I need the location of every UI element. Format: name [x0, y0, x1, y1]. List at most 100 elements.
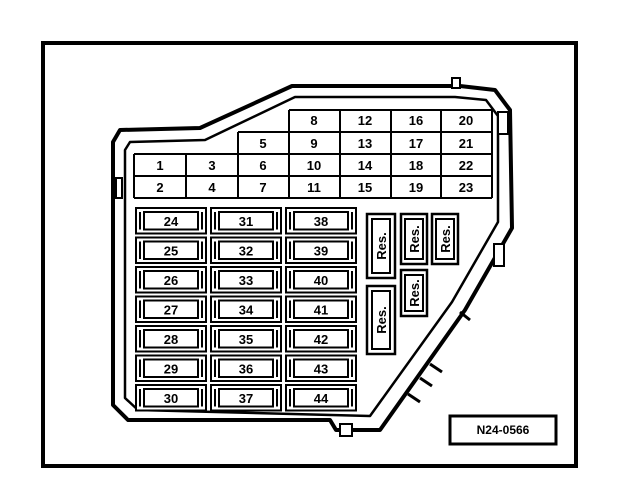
- reserve-slot-inner: [371, 218, 391, 274]
- ridge: [459, 310, 471, 322]
- fuse-label-30: 30: [164, 391, 178, 406]
- fuse-slot: 37: [210, 384, 282, 412]
- fuse-slot: 44: [285, 384, 357, 412]
- fuse-slot: 30: [135, 384, 207, 412]
- ridge: [429, 362, 443, 374]
- fuse-slot: 24: [135, 207, 207, 235]
- lower-fuse-grid: 24 25 26 27 28 29 30 31 32 33 34 35 36 37 38 39 40 41 42 43…: [135, 207, 357, 412]
- fuse-label-3: 3: [208, 158, 215, 173]
- fuse-label-32: 32: [239, 243, 253, 258]
- fuse-label-10: 10: [307, 158, 321, 173]
- fuse-slot: 40: [285, 266, 357, 294]
- fuse-body: [143, 240, 199, 260]
- fuse-body: [218, 388, 274, 408]
- reference-code-box: [448, 414, 558, 446]
- ridge: [407, 392, 421, 404]
- reserve-label: Res.: [374, 306, 389, 333]
- fuse-label-9: 9: [310, 136, 317, 151]
- fuse-slot: 42: [285, 325, 357, 353]
- fuse-body: [143, 329, 199, 349]
- fuse-label-14: 14: [358, 158, 373, 173]
- fuse-label-31: 31: [239, 214, 253, 229]
- relay-label-16: 16: [409, 113, 423, 128]
- fuse-label-13: 13: [358, 136, 372, 151]
- fuse-label-11: 11: [307, 180, 321, 195]
- fuse-label-17: 17: [409, 136, 423, 151]
- fuse-body: [218, 358, 274, 378]
- reserve-slot-inner: [435, 218, 455, 260]
- reserve-label: Res.: [374, 232, 389, 259]
- fuse-body: [293, 329, 349, 349]
- fuse-label-6: 6: [259, 158, 266, 173]
- fuse-label-21: 21: [459, 136, 473, 151]
- fuse-slot: 33: [210, 266, 282, 294]
- fuse-label-36: 36: [239, 361, 253, 376]
- fuse-label-24: 24: [164, 214, 179, 229]
- fuse-body: [293, 358, 349, 378]
- fuse-label-2: 2: [156, 180, 163, 195]
- fuse-label-19: 19: [409, 180, 423, 195]
- fuse-slot: 32: [210, 236, 282, 264]
- fuse-label-18: 18: [409, 158, 423, 173]
- fuse-body: [143, 358, 199, 378]
- fuse-label-7: 7: [259, 180, 266, 195]
- fuse-label-34: 34: [239, 302, 254, 317]
- fuse-slot: 25: [135, 236, 207, 264]
- fuse-body: [218, 299, 274, 319]
- fuse-label-1: 1: [156, 158, 163, 173]
- fuse-body: [218, 329, 274, 349]
- reserve-label: Res.: [438, 225, 453, 252]
- top-fuse-grid: [133, 109, 493, 199]
- fuse-body: [143, 388, 199, 408]
- relay-label-12: 12: [358, 113, 372, 128]
- fuse-label-43: 43: [314, 361, 328, 376]
- fuse-label-28: 28: [164, 332, 178, 347]
- fuse-body: [293, 240, 349, 260]
- side-tab: [115, 177, 123, 199]
- fuse-label-40: 40: [314, 273, 328, 288]
- fuse-slot: 34: [210, 295, 282, 323]
- housing-outer-outline: [111, 84, 514, 432]
- relay-label-8: 8: [310, 113, 317, 128]
- fuse-body: [218, 240, 274, 260]
- fuse-slot: 28: [135, 325, 207, 353]
- fuse-label-41: 41: [314, 302, 328, 317]
- fuse-slot: 39: [285, 236, 357, 264]
- fuse-body: [218, 211, 274, 231]
- fuse-body: [143, 270, 199, 290]
- fuse-body: [143, 211, 199, 231]
- reserve-slot-inner: [404, 218, 424, 260]
- fuse-slot: 29: [135, 354, 207, 382]
- fuse-label-15: 15: [358, 180, 372, 195]
- fuse-label-27: 27: [164, 302, 178, 317]
- fuse-body: [293, 299, 349, 319]
- fuse-body: [293, 211, 349, 231]
- ridge: [419, 376, 433, 388]
- reserve-label: Res.: [407, 225, 422, 252]
- side-tab: [497, 111, 509, 135]
- fuse-label-26: 26: [164, 273, 178, 288]
- fuse-body: [143, 299, 199, 319]
- reserve-slot-inner: [371, 290, 391, 350]
- top-tab: [451, 77, 461, 89]
- fuse-slot: 41: [285, 295, 357, 323]
- fuse-slot: 43: [285, 354, 357, 382]
- fuse-label-44: 44: [314, 391, 329, 406]
- fuse-slot: 36: [210, 354, 282, 382]
- reserve-slot-inner: [404, 274, 424, 312]
- fuse-label-25: 25: [164, 243, 178, 258]
- reserve-label: Res.: [407, 279, 422, 306]
- fuse-body: [293, 270, 349, 290]
- fuse-label-33: 33: [239, 273, 253, 288]
- fuse-body: [218, 270, 274, 290]
- fuse-label-38: 38: [314, 214, 328, 229]
- fuse-label-42: 42: [314, 332, 328, 347]
- fuse-label-29: 29: [164, 361, 178, 376]
- relay-label-20: 20: [459, 113, 473, 128]
- fuse-slot: 38: [285, 207, 357, 235]
- bottom-tab: [339, 423, 353, 437]
- fuse-label-22: 22: [459, 158, 473, 173]
- fuse-slot: 26: [135, 266, 207, 294]
- fuse-label-35: 35: [239, 332, 253, 347]
